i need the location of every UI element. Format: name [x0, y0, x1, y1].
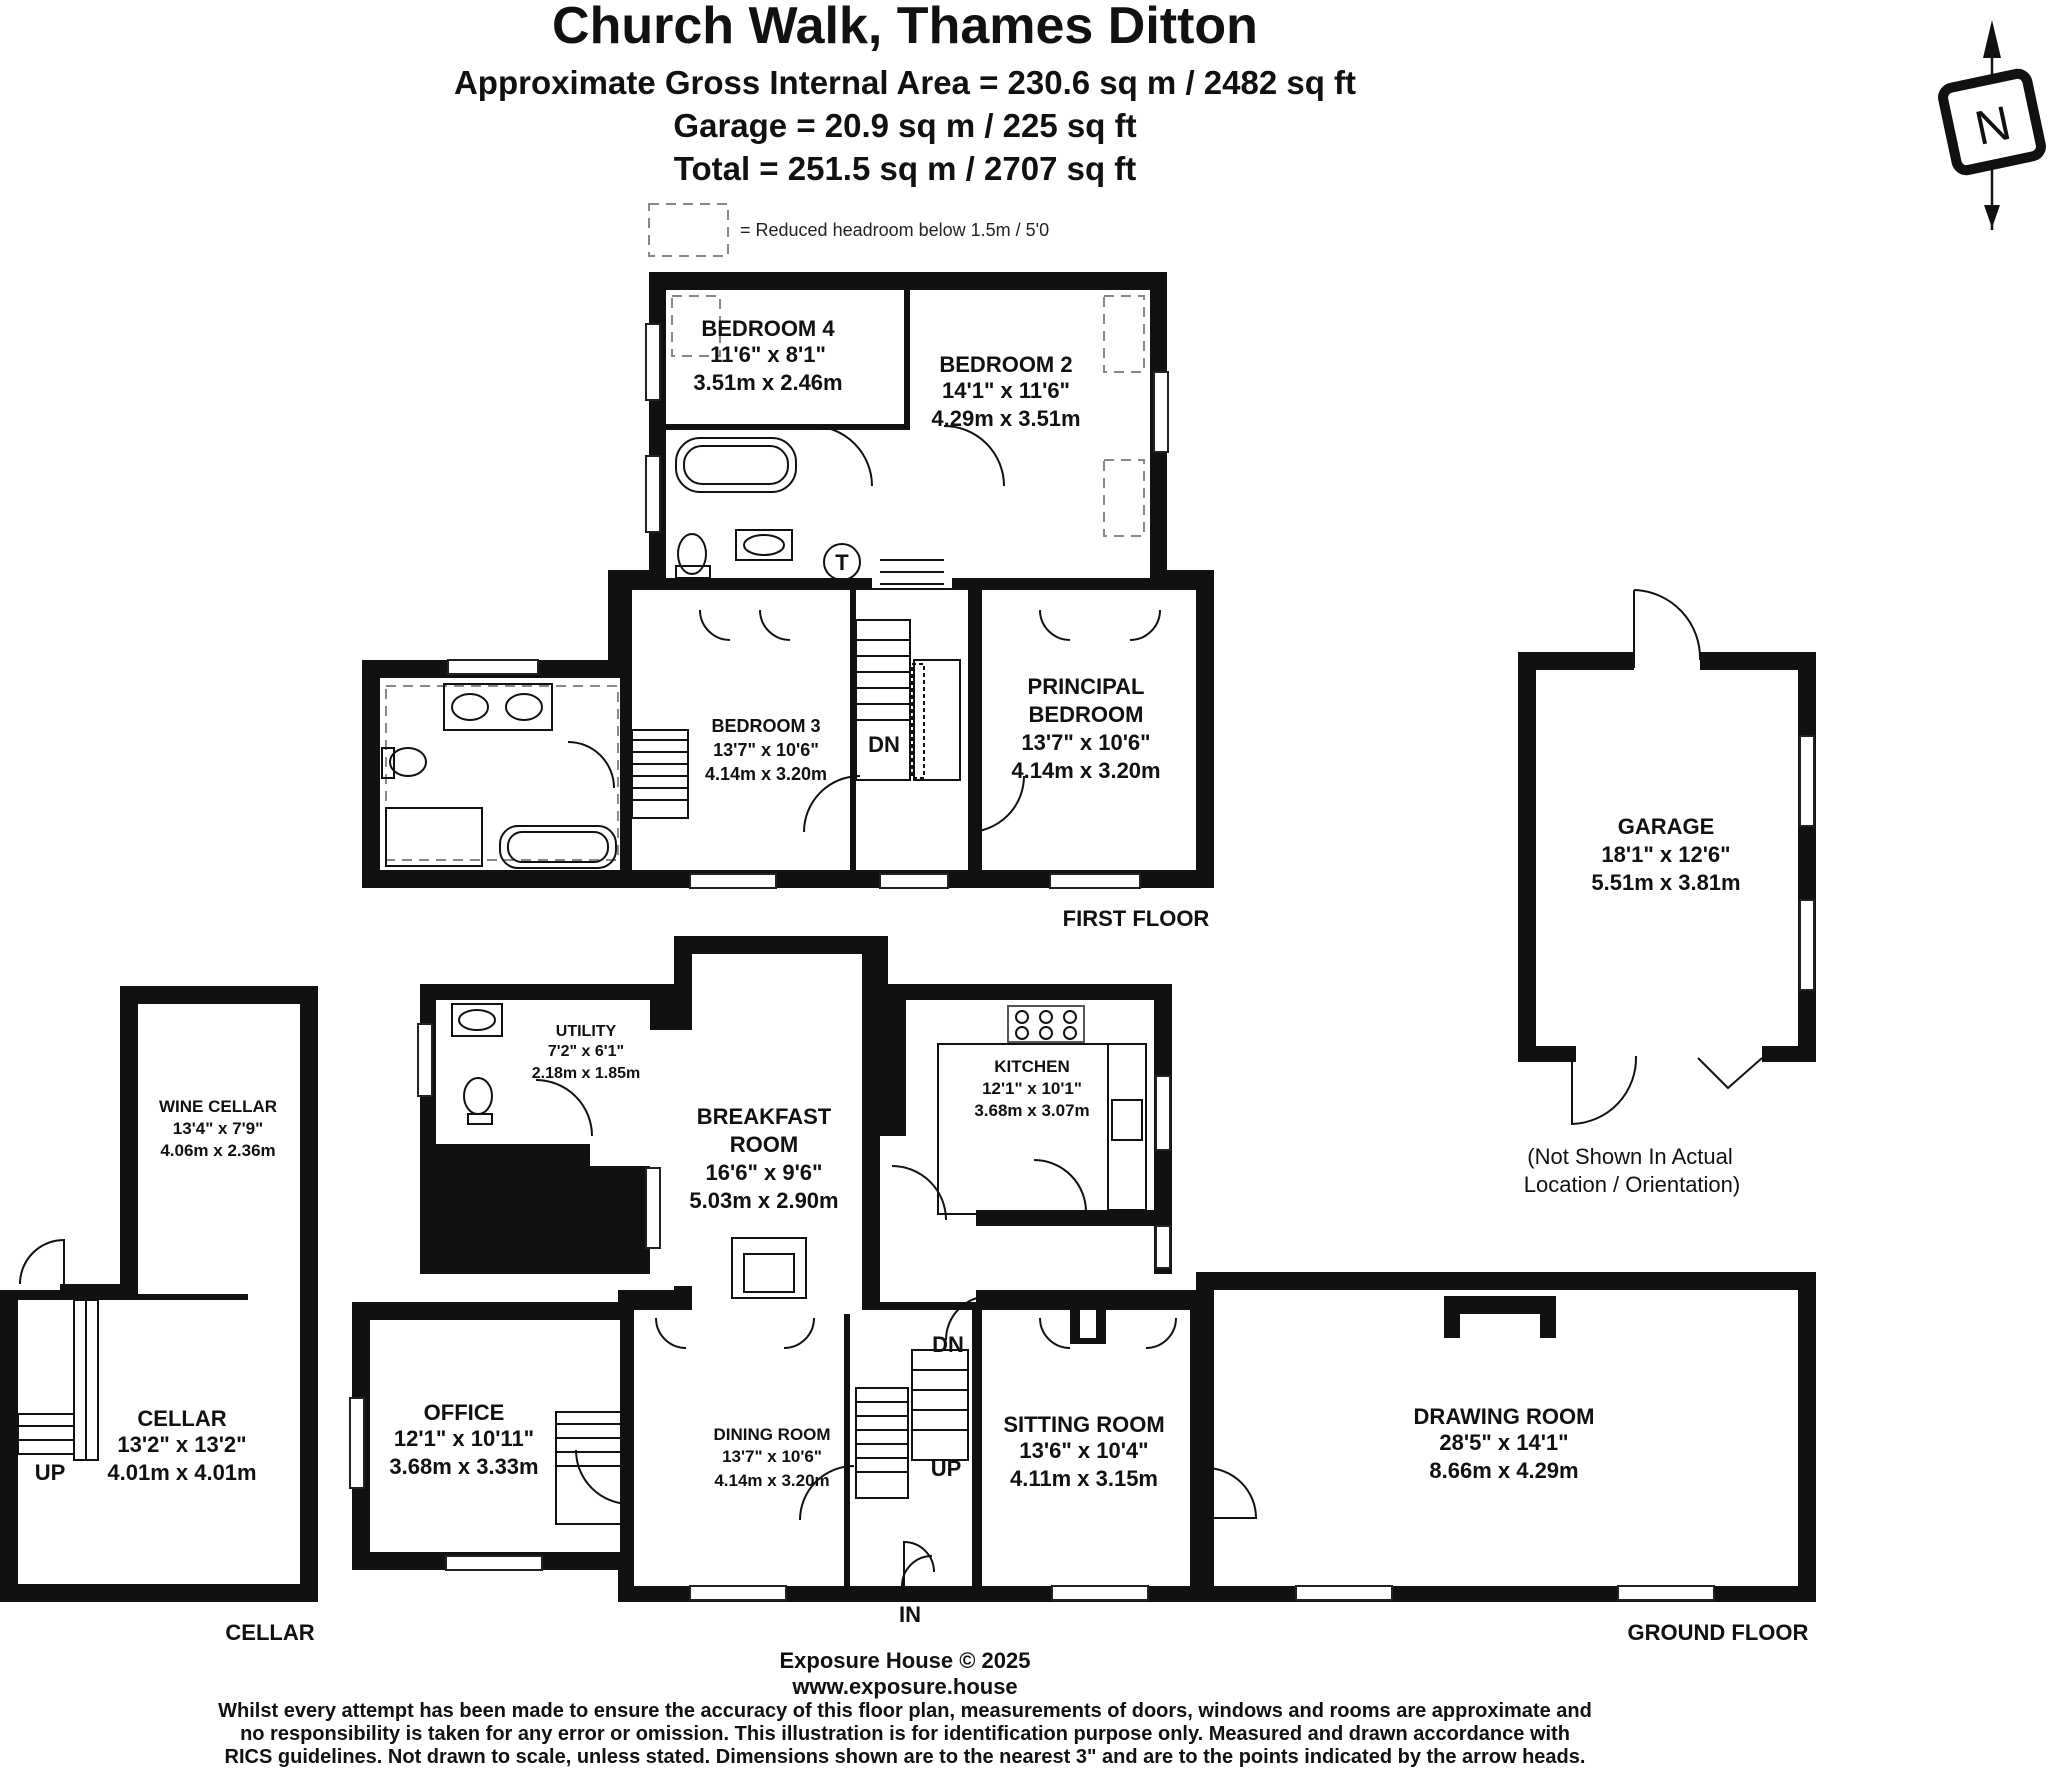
gross-internal-area: Approximate Gross Internal Area = 230.6 …	[453, 64, 1357, 101]
footer-disclaimer-2: no responsibility is taken for any error…	[240, 1723, 1570, 1745]
office-area	[370, 1320, 620, 1552]
breakfast-room-name-1: BREAKFAST	[697, 1104, 832, 1129]
dining-room-name: DINING ROOM	[713, 1425, 830, 1444]
office-metric: 3.68m x 3.33m	[389, 1454, 538, 1479]
utility-metric: 2.18m x 1.85m	[532, 1065, 641, 1082]
drawing-room-imperial: 28'5" x 14'1"	[1439, 1430, 1568, 1455]
bedroom-4-metric: 3.51m x 2.46m	[693, 370, 842, 395]
footer-disclaimer-1: Whilst every attempt has been made to en…	[218, 1700, 1592, 1722]
bedroom-4-name: BEDROOM 4	[701, 316, 835, 341]
cellar-name: CELLAR	[137, 1406, 226, 1431]
dining-room-imperial: 13'7" x 10'6"	[722, 1447, 822, 1466]
footer-website: www.exposure.house	[792, 1674, 1018, 1699]
sitting-room-metric: 4.11m x 3.15m	[1010, 1466, 1158, 1491]
bedroom-2-metric: 4.29m x 3.51m	[931, 406, 1080, 431]
garage-area: Garage = 20.9 sq m / 225 sq ft	[673, 107, 1137, 144]
dining-room-area	[634, 1310, 844, 1586]
garage-name: GARAGE	[1618, 814, 1715, 839]
bedroom-2-imperial: 14'1" x 11'6"	[942, 378, 1070, 403]
garage-metric: 5.51m x 3.81m	[1591, 870, 1740, 895]
bathroom-area	[666, 430, 872, 578]
dining-room-metric: 4.14m x 3.20m	[714, 1471, 829, 1490]
drawing-room-name: DRAWING ROOM	[1414, 1404, 1595, 1429]
kitchen-metric: 3.68m x 3.07m	[974, 1101, 1089, 1120]
ground-stairs-up: UP	[931, 1456, 962, 1481]
office-name: OFFICE	[424, 1400, 505, 1425]
first-floor-caption: FIRST FLOOR	[1063, 906, 1210, 931]
cellar-metric: 4.01m x 4.01m	[107, 1460, 256, 1485]
bedroom-3-name: BEDROOM 3	[711, 716, 820, 736]
sitting-room-imperial: 13'6" x 10'4"	[1019, 1438, 1148, 1463]
first-floor-plan: T DN	[362, 272, 1214, 889]
principal-bedroom-imperial: 13'7" x 10'6"	[1021, 730, 1150, 755]
reduced-headroom-legend: = Reduced headroom below 1.5m / 5'0	[648, 203, 1049, 257]
footer-company: Exposure House © 2025	[779, 1648, 1031, 1673]
sitting-room-area	[982, 1310, 1190, 1586]
landing-area	[872, 430, 952, 588]
garage-imperial: 18'1" x 12'6"	[1601, 842, 1730, 867]
drawing-room-metric: 8.66m x 4.29m	[1429, 1458, 1578, 1483]
utility-area	[436, 1000, 650, 1144]
breakfast-room-imperial: 16'6" x 9'6"	[706, 1160, 823, 1185]
cellar-stairs-up: UP	[35, 1460, 66, 1485]
breakfast-room-name-2: ROOM	[730, 1132, 798, 1157]
garage-note-line-1: (Not Shown In Actual	[1527, 1144, 1732, 1169]
reduced-headroom-text: = Reduced headroom below 1.5m / 5'0	[740, 220, 1049, 240]
footer-disclaimer-3: RICS guidelines. Not drawn to scale, unl…	[224, 1746, 1586, 1768]
kitchen-imperial: 12'1" x 10'1"	[982, 1079, 1082, 1098]
entrance-label: IN	[899, 1602, 921, 1627]
wine-cellar-name: WINE CELLAR	[159, 1097, 277, 1116]
plan-title: Church Walk, Thames Ditton	[552, 0, 1258, 55]
garage-plan	[1518, 589, 1816, 1126]
cellar-area	[18, 1300, 300, 1584]
bedroom-3-metric: 4.14m x 3.20m	[705, 764, 827, 784]
kitchen-name: KITCHEN	[994, 1057, 1070, 1076]
utility-imperial: 7'2" x 6'1"	[548, 1043, 624, 1060]
sitting-room-name: SITTING ROOM	[1003, 1412, 1164, 1437]
reduced-headroom-swatch	[648, 203, 729, 257]
breakfast-room-metric: 5.03m x 2.90m	[689, 1188, 838, 1213]
bedroom-4-imperial: 11'6" x 8'1"	[710, 342, 826, 367]
principal-bedroom-name-2: BEDROOM	[1029, 702, 1144, 727]
cellar-caption: CELLAR	[225, 1620, 314, 1645]
bedroom-2-name: BEDROOM 2	[939, 352, 1072, 377]
garage-area	[1536, 670, 1798, 1046]
principal-bedroom-metric: 4.14m x 3.20m	[1011, 758, 1160, 783]
ground-floor-plan: DN UP IN	[349, 936, 1816, 1627]
office-imperial: 12'1" x 10'11"	[394, 1426, 534, 1451]
room-labels: BEDROOM 4 11'6" x 8'1" 3.51m x 2.46m BED…	[107, 316, 1740, 1491]
cellar-imperial: 13'2" x 13'2"	[117, 1432, 246, 1457]
tank-label: T	[835, 550, 849, 575]
ground-stairs-down: DN	[932, 1332, 964, 1357]
ground-floor-caption: GROUND FLOOR	[1628, 1620, 1809, 1645]
bedroom-3-imperial: 13'7" x 10'6"	[713, 740, 819, 760]
wine-cellar-area	[138, 1004, 300, 1294]
north-compass-icon: N	[1938, 20, 2046, 230]
cellar-plan: UP	[0, 986, 318, 1602]
garage-note-line-2: Location / Orientation)	[1524, 1172, 1740, 1197]
first-floor-stairs-down: DN	[868, 732, 900, 757]
utility-name: UTILITY	[556, 1023, 617, 1040]
principal-bedroom-area	[982, 590, 1196, 870]
wine-cellar-metric: 4.06m x 2.36m	[160, 1141, 275, 1160]
total-area: Total = 251.5 sq m / 2707 sq ft	[673, 150, 1137, 187]
wine-cellar-imperial: 13'4" x 7'9"	[173, 1119, 263, 1138]
principal-bedroom-name-1: PRINCIPAL	[1028, 674, 1145, 699]
